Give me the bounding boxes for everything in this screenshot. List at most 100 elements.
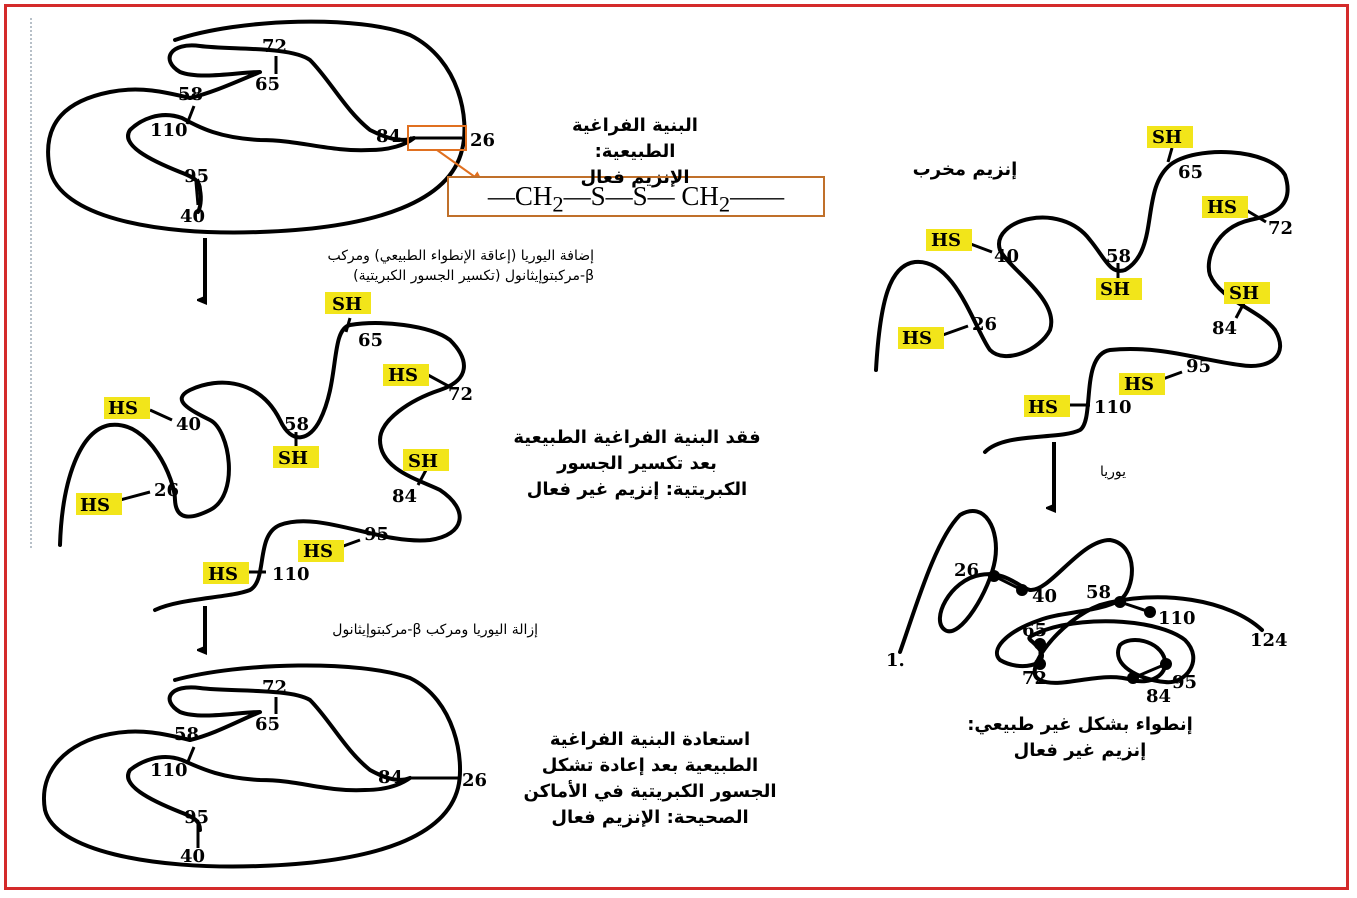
caption-line: إزالة اليوريا ومركب β-مركبتوإيثانول [332,622,538,638]
hs-group-110: HS [208,564,238,585]
disulfide-node [1034,658,1046,670]
formula-subscript: 2 [718,191,731,217]
residue-110: 110 [150,120,188,141]
residue-58: 58 [174,724,199,745]
sh-group-58: SH [278,448,308,469]
disulfide-node [1144,606,1156,618]
hs-group-110: HS [1028,397,1058,418]
caption-line: الكبريتية: إنزيم غير فعال [526,479,748,500]
denatured-chain [58,321,466,612]
sh-group-65: SH [1152,127,1182,148]
residue-1: 1. [886,650,905,671]
misfolded-chain [898,509,1264,685]
sh-group-58: SH [1100,279,1130,300]
caption-native: البنية الفراغية الطبيعية: الإنزيم فعال [530,113,740,191]
caption-line: الجسور الكبريتية في الأماكن [523,781,777,802]
hs26-bond [119,490,151,502]
hs-group-72: HS [388,365,418,386]
sh-highlight [1224,282,1270,304]
scrambled-enzyme: SH 65 HS 72 HS 40 58 SH SH 84 26 HS 95 H… [874,126,1293,454]
residue-95: 95 [184,807,209,828]
residue-110: 110 [1158,608,1196,629]
residue-110: 110 [272,564,310,585]
caption-scrambled: إنزيم مخرب [890,157,1040,183]
residue-84: 84 [1212,318,1237,339]
caption-misfolded: إنطواء بشكل غير طبيعي: إنزيم غير فعال [940,712,1220,764]
caption-line: إنزيم غير فعال [1013,740,1147,761]
residue-65: 65 [255,74,280,95]
hs-highlight [1119,373,1165,395]
hs-highlight [1202,196,1248,218]
sh-group-84: SH [1229,283,1259,304]
residue-95: 95 [1186,356,1211,377]
residue-26: 26 [954,560,979,581]
caption-line: فقد البنية الفراغية الطبيعية [513,427,761,448]
hs-highlight [203,562,249,584]
hs72-bond [1245,208,1267,224]
residue-65: 65 [255,714,280,735]
residue-58: 58 [284,414,309,435]
residue-58: 58 [1106,246,1131,267]
residue-84: 84 [376,126,401,147]
sh-highlight [325,292,371,314]
sh65-bond [1166,147,1174,163]
residue-84: 84 [378,767,403,788]
residue-26: 26 [154,480,179,501]
native-chain-outer [46,19,467,235]
hs-group-40: HS [108,398,138,419]
residue-65: 65 [1178,162,1203,183]
disulfide-node [1034,638,1046,650]
hs26-bond [939,324,969,338]
disulfide-node [988,570,1000,582]
residue-124: 124 [1250,630,1288,651]
caption-urea: يوريا [1066,462,1126,482]
hs-group-40: HS [931,230,961,251]
residue-72: 72 [1022,668,1047,689]
bond-58-110 [185,105,196,125]
denatured-enzyme: SH 65 HS 72 HS 40 58 SH SH 84 26 HS 95 H… [58,292,473,612]
disulfide-node [1160,658,1172,670]
hs-group-26: HS [80,495,110,516]
residue-26: 26 [972,314,997,335]
disulfide-node [1127,672,1139,684]
sh-group-84: SH [408,451,438,472]
hs72-bond [427,373,453,390]
residue-72: 72 [1268,218,1293,239]
formula-part: —CH [487,181,553,211]
hs-group-72: HS [1207,197,1237,218]
residue-95: 95 [364,524,389,545]
hs-highlight [1024,395,1070,417]
caption-line: إضافة اليوريا (إعاقة الإنطواء الطبيعي) و… [327,248,594,264]
caption-step-denature: إضافة اليوريا (إعاقة الإنطواء الطبيعي) و… [214,246,594,286]
residue-110: 110 [1094,397,1132,418]
disulfide-formula: —CH2—S—S— CH2—— [447,176,825,217]
disulfide-node [1114,596,1126,608]
hs-highlight [383,364,429,386]
caption-line: استعادة البنية الفراغية [549,729,751,750]
caption-step-renature: إزالة اليوريا ومركب β-مركبتوإيثانول [220,620,538,640]
hs-group-95: HS [1124,374,1154,395]
residue-40: 40 [1032,586,1057,607]
residue-40: 40 [180,846,205,867]
margin-dotted-line [30,18,32,548]
residue-58: 58 [1086,582,1111,603]
caption-line: إنزيم مخرب [912,159,1018,180]
hs-group-95: HS [303,541,333,562]
residue-110: 110 [150,760,188,781]
hs-highlight [898,327,944,349]
disulfide-node [1016,584,1028,596]
caption-line: إنطواء بشكل غير طبيعي: [967,714,1193,735]
sh-group-65: SH [332,294,362,315]
hs40-bond [149,408,173,422]
residue-84: 84 [1146,686,1171,707]
residue-58: 58 [178,84,203,105]
scrambled-chain [874,150,1290,454]
residue-65: 65 [358,330,383,351]
sh-highlight [403,449,449,471]
restored-chain-outer [42,663,462,869]
formula-part: —S—S— CH [563,181,719,211]
restored-chain-inner [126,685,412,832]
caption-line: البنية الفراغية الطبيعية: [572,115,698,162]
sh84-bond [1234,302,1246,319]
caption-line: بعد تكسير الجسور [557,453,717,474]
